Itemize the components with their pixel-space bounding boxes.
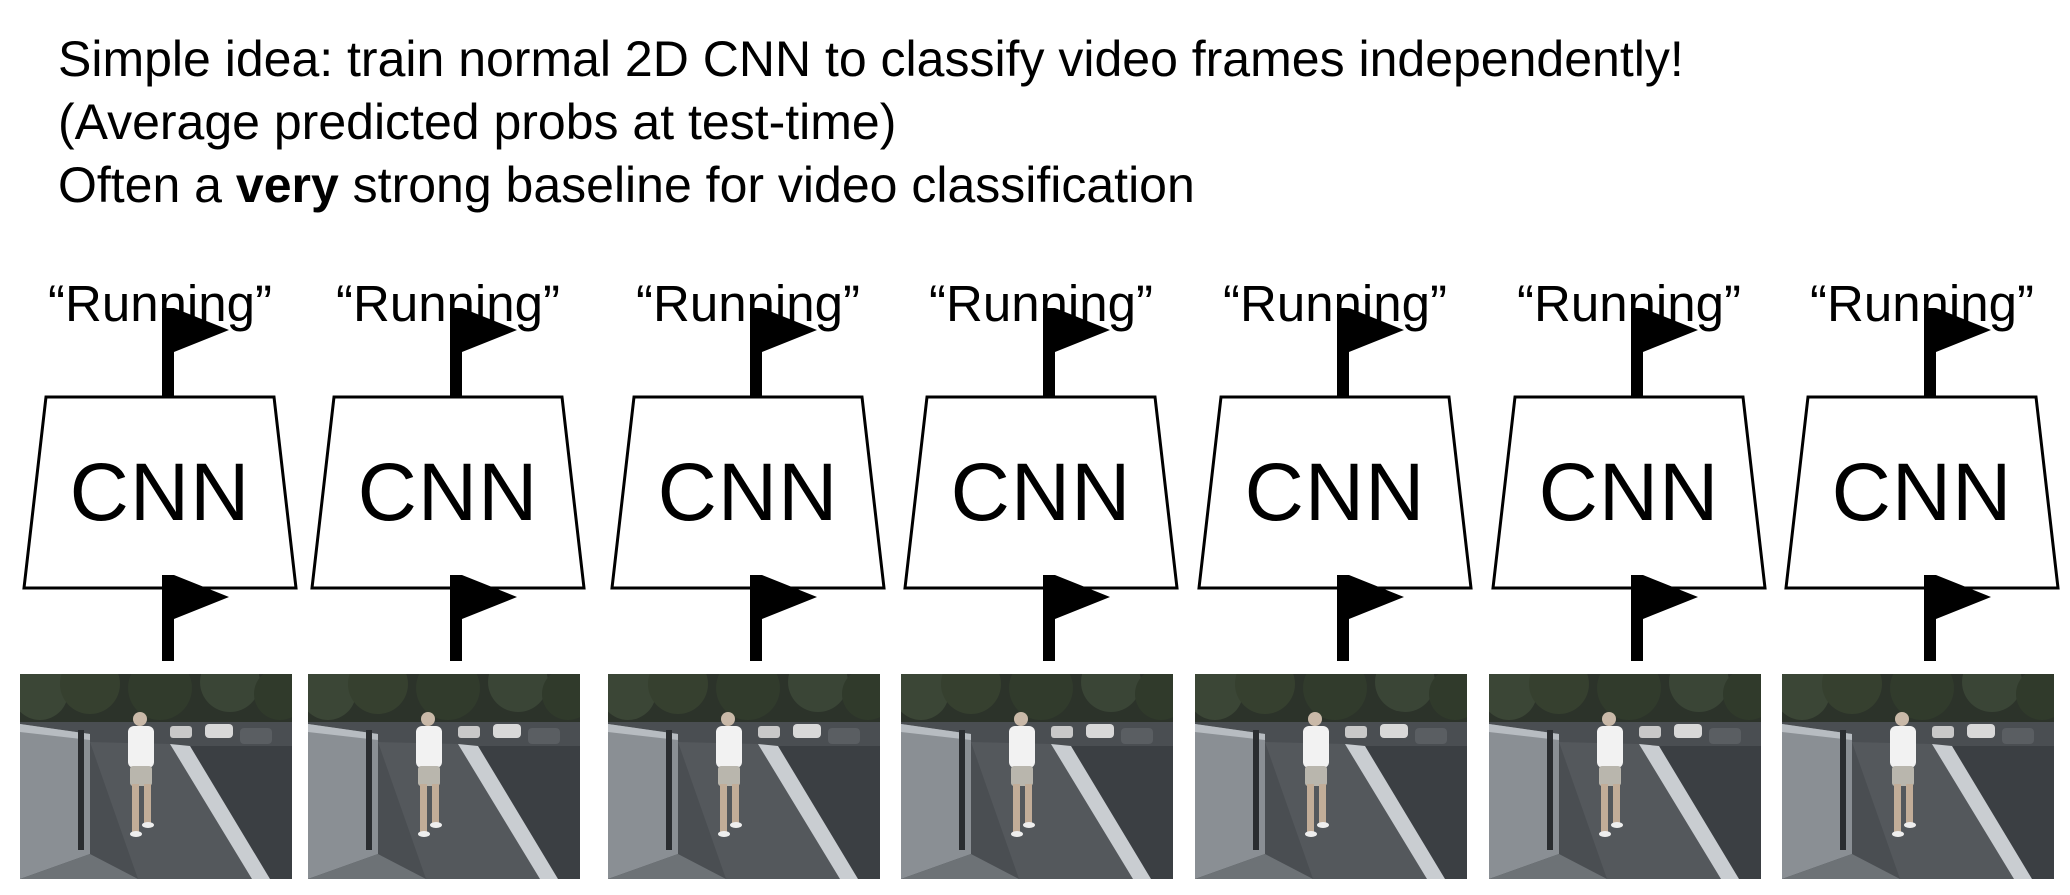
cnn-box	[310, 395, 586, 590]
video-frame-image	[608, 674, 880, 879]
flag-icon	[450, 308, 517, 396]
cnn-label: CNN	[1831, 447, 2013, 538]
flag-icon	[750, 308, 817, 396]
cnn-box	[22, 395, 298, 590]
prediction-label: “Running”	[1517, 275, 1741, 332]
frame-pipeline-2: “Running” CNN	[308, 0, 588, 895]
intro-line-3: Often a very strong baseline for video c…	[58, 154, 1684, 217]
flag-icon	[450, 575, 517, 661]
cnn-label: CNN	[657, 447, 839, 538]
cnn-label: CNN	[950, 447, 1132, 538]
flag-icon	[1337, 308, 1404, 396]
cnn-box	[610, 395, 886, 590]
frame-pipeline-6: “Running” CNN	[1489, 0, 1769, 895]
cnn-label: CNN	[69, 447, 251, 538]
video-frame-image	[20, 674, 292, 879]
intro-line-1: Simple idea: train normal 2D CNN to clas…	[58, 31, 1684, 87]
cnn-box	[1491, 395, 1767, 590]
prediction-label: “Running”	[636, 275, 860, 332]
intro-line-3-prefix: Often a	[58, 157, 236, 213]
cnn-box	[1197, 395, 1473, 590]
prediction-label: “Running”	[1810, 275, 2034, 332]
intro-text: Simple idea: train normal 2D CNN to clas…	[58, 28, 1684, 217]
intro-line-2: (Average predicted probs at test-time)	[58, 94, 897, 150]
intro-line-3-suffix: strong baseline for video classification	[338, 157, 1195, 213]
flag-icon	[1924, 308, 1991, 396]
frame-pipeline-1: “Running” CNN	[20, 0, 300, 895]
video-frame-image	[1489, 674, 1761, 879]
prediction-label: “Running”	[929, 275, 1153, 332]
video-frame-image	[1195, 674, 1467, 879]
prediction-label: “Running”	[48, 275, 272, 332]
prediction-label: “Running”	[336, 275, 560, 332]
flag-icon	[1337, 575, 1404, 661]
cnn-box	[1784, 395, 2060, 590]
frame-pipeline-7: “Running” CNN	[1782, 0, 2062, 895]
video-frame-image	[308, 674, 580, 879]
flag-icon	[1043, 308, 1110, 396]
cnn-label: CNN	[1538, 447, 1720, 538]
video-frame-image	[901, 674, 1173, 879]
prediction-label: “Running”	[1223, 275, 1447, 332]
frame-pipeline-3: “Running” CNN	[608, 0, 888, 895]
cnn-box	[903, 395, 1179, 590]
cnn-label: CNN	[1244, 447, 1426, 538]
flag-icon	[162, 308, 229, 396]
flag-icon	[1631, 308, 1698, 396]
flag-icon	[1924, 575, 1991, 661]
flag-icon	[1043, 575, 1110, 661]
video-frame-image	[1782, 674, 2054, 879]
frame-pipeline-5: “Running” CNN	[1195, 0, 1475, 895]
cnn-label: CNN	[357, 447, 539, 538]
intro-line-3-emphasis: very	[235, 157, 339, 213]
flag-icon	[162, 575, 229, 661]
flag-icon	[750, 575, 817, 661]
flag-icon	[1631, 575, 1698, 661]
frame-pipeline-4: “Running” CNN	[901, 0, 1181, 895]
